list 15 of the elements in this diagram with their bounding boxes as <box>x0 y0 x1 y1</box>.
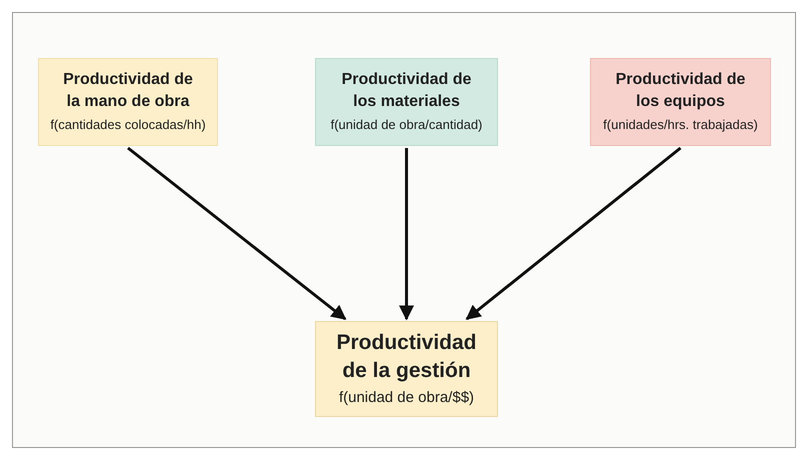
process-box <box>315 58 498 146</box>
process-box <box>590 58 771 146</box>
formula-text: f(cantidades colocadas/hh) <box>50 116 206 134</box>
process-box <box>38 58 218 146</box>
arrow <box>127 146 346 320</box>
formula-text: f(unidades/hrs. trabajadas) <box>603 116 758 134</box>
box-title: Productividad de la mano de obra <box>62 70 194 112</box>
formula-text: f(unidad de obra/cantidad) <box>330 116 482 134</box>
box-title: Productividad de la gestión <box>335 330 478 384</box>
box-title: Productividad de los materiales <box>340 70 472 112</box>
process-box <box>315 321 498 417</box>
formula-text: f(unidad de obra/$$) <box>338 388 474 408</box>
box-title: Productividad de los equipos <box>614 70 746 112</box>
arrow <box>399 148 414 320</box>
arrow <box>466 146 682 320</box>
